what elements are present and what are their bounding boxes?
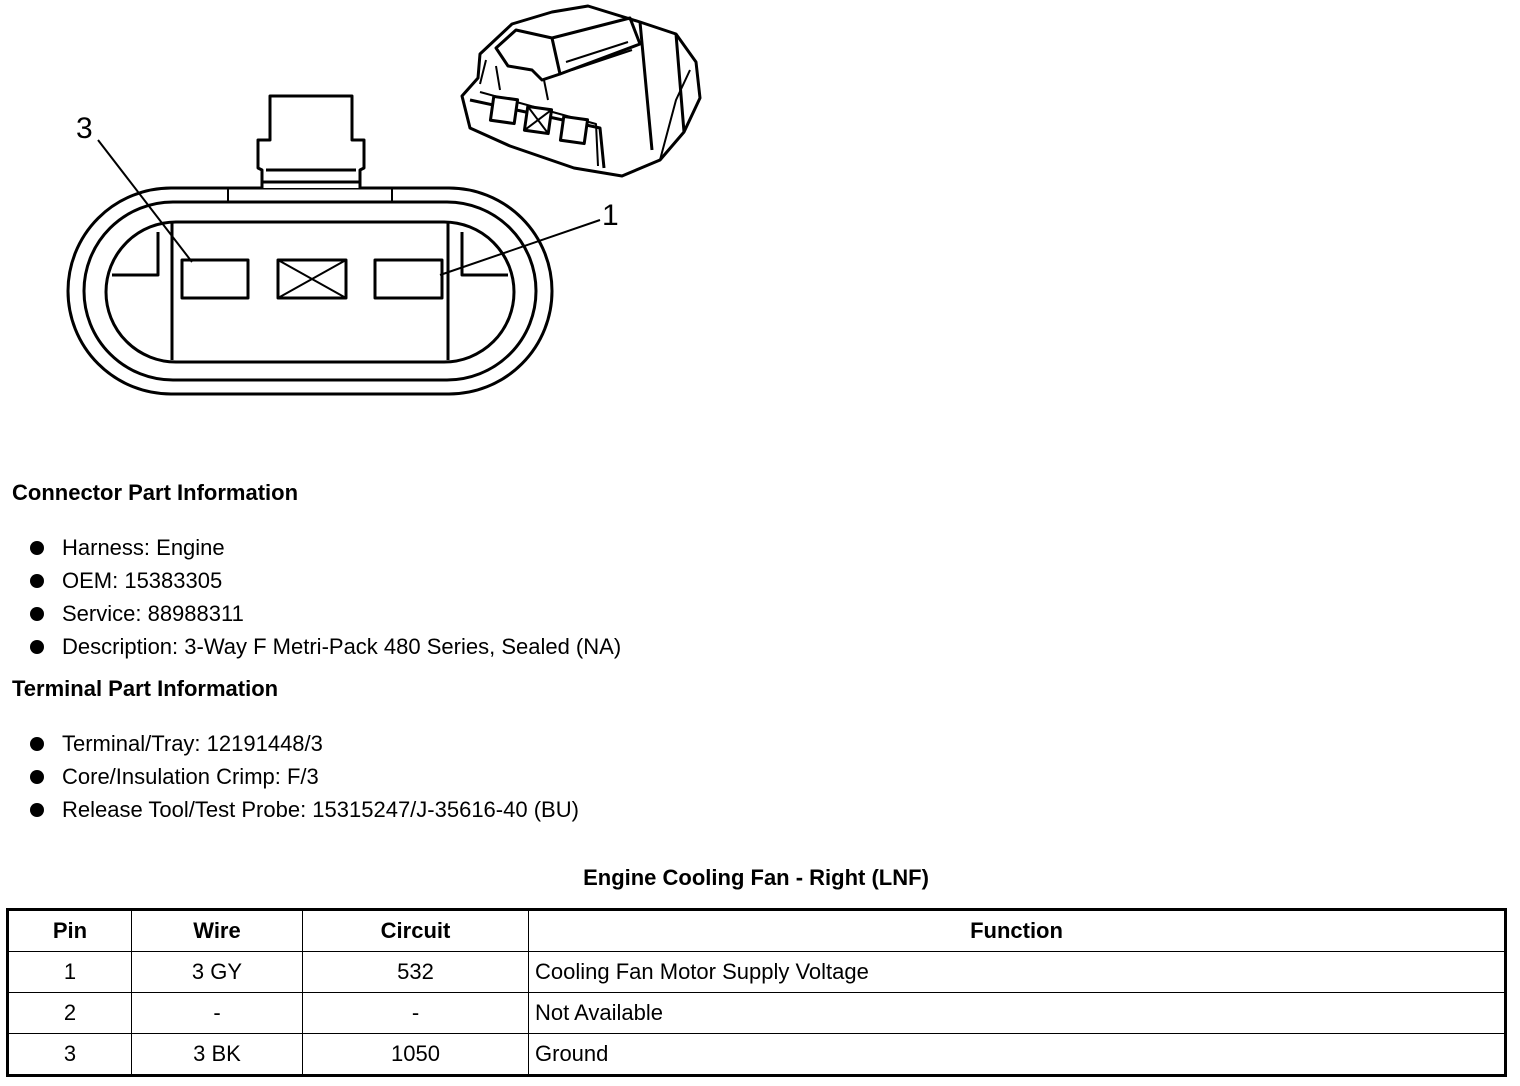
terminal-tray: Terminal/Tray: 12191448/3 bbox=[62, 731, 323, 756]
bullet-icon bbox=[30, 541, 44, 555]
cell-circuit: 1050 bbox=[302, 1033, 529, 1076]
list-item: Harness: Engine bbox=[28, 531, 621, 564]
cell-wire: 3 BK bbox=[131, 1033, 303, 1076]
bullet-icon bbox=[30, 640, 44, 654]
list-item: Core/Insulation Crimp: F/3 bbox=[28, 760, 579, 793]
terminal-3-cavity bbox=[180, 258, 250, 300]
connector-description: Description: 3-Way F Metri-Pack 480 Seri… bbox=[62, 634, 622, 659]
list-item: Terminal/Tray: 12191448/3 bbox=[28, 727, 579, 760]
connector-harness: Harness: Engine bbox=[62, 535, 225, 560]
bullet-icon bbox=[30, 803, 44, 817]
cell-function: Ground bbox=[528, 1033, 1506, 1076]
cell-pin: 1 bbox=[7, 951, 132, 993]
connector-part-info-list: Harness: Engine OEM: 15383305 Service: 8… bbox=[28, 531, 621, 663]
table-row: 2 - - Not Available bbox=[7, 992, 1506, 1034]
column-header-pin: Pin bbox=[7, 909, 132, 952]
connector-perspective-view bbox=[460, 4, 702, 178]
connector-part-info-heading: Connector Part Information bbox=[12, 480, 299, 505]
list-item: OEM: 15383305 bbox=[28, 564, 621, 597]
connector-cavity bbox=[104, 220, 516, 364]
cell-function: Not Available bbox=[528, 992, 1506, 1034]
connector-diagram: 3 1 bbox=[66, 4, 702, 396]
column-header-circuit: Circuit bbox=[302, 909, 529, 952]
bullet-icon bbox=[30, 770, 44, 784]
cell-function: Cooling Fan Motor Supply Voltage bbox=[528, 951, 1506, 993]
callout-3-leader bbox=[97, 139, 193, 263]
callout-1-label: 1 bbox=[602, 199, 619, 232]
pinout-table: Pin Wire Circuit Function 1 3 GY 532 Coo… bbox=[6, 908, 1507, 1077]
terminal-release-tool: Release Tool/Test Probe: 15315247/J-3561… bbox=[62, 797, 579, 822]
cell-circuit: - bbox=[302, 992, 529, 1034]
bullet-icon bbox=[30, 574, 44, 588]
connector-oem: OEM: 15383305 bbox=[62, 568, 223, 593]
connector-service: Service: 88988311 bbox=[62, 601, 244, 626]
column-header-wire: Wire bbox=[131, 909, 303, 952]
pinout-table-title: Engine Cooling Fan - Right (LNF) bbox=[583, 865, 929, 890]
list-item: Release Tool/Test Probe: 15315247/J-3561… bbox=[28, 793, 579, 826]
callout-1-leader bbox=[439, 219, 601, 276]
table-row: 3 3 BK 1050 Ground bbox=[7, 1033, 1506, 1076]
terminal-part-info-list: Terminal/Tray: 12191448/3 Core/Insulatio… bbox=[28, 727, 579, 826]
cell-circuit: 532 bbox=[302, 951, 529, 993]
cell-pin: 3 bbox=[7, 1033, 132, 1076]
list-item: Description: 3-Way F Metri-Pack 480 Seri… bbox=[28, 630, 621, 663]
connector-lock-tab bbox=[227, 94, 393, 202]
terminal-1-cavity bbox=[373, 258, 444, 300]
terminal-2-plugged bbox=[276, 258, 348, 300]
terminal-crimp: Core/Insulation Crimp: F/3 bbox=[62, 764, 319, 789]
column-header-function: Function bbox=[528, 909, 1506, 952]
callout-3-label: 3 bbox=[76, 112, 93, 145]
table-header-row: Pin Wire Circuit Function bbox=[7, 909, 1506, 952]
connector-outer-shell bbox=[66, 186, 554, 396]
cell-pin: 2 bbox=[7, 992, 132, 1034]
bullet-icon bbox=[30, 607, 44, 621]
list-item: Service: 88988311 bbox=[28, 597, 621, 630]
terminal-part-info-heading: Terminal Part Information bbox=[12, 676, 279, 701]
table-row: 1 3 GY 532 Cooling Fan Motor Supply Volt… bbox=[7, 951, 1506, 993]
cell-wire: - bbox=[131, 992, 303, 1034]
bullet-icon bbox=[30, 737, 44, 751]
cell-wire: 3 GY bbox=[131, 951, 303, 993]
